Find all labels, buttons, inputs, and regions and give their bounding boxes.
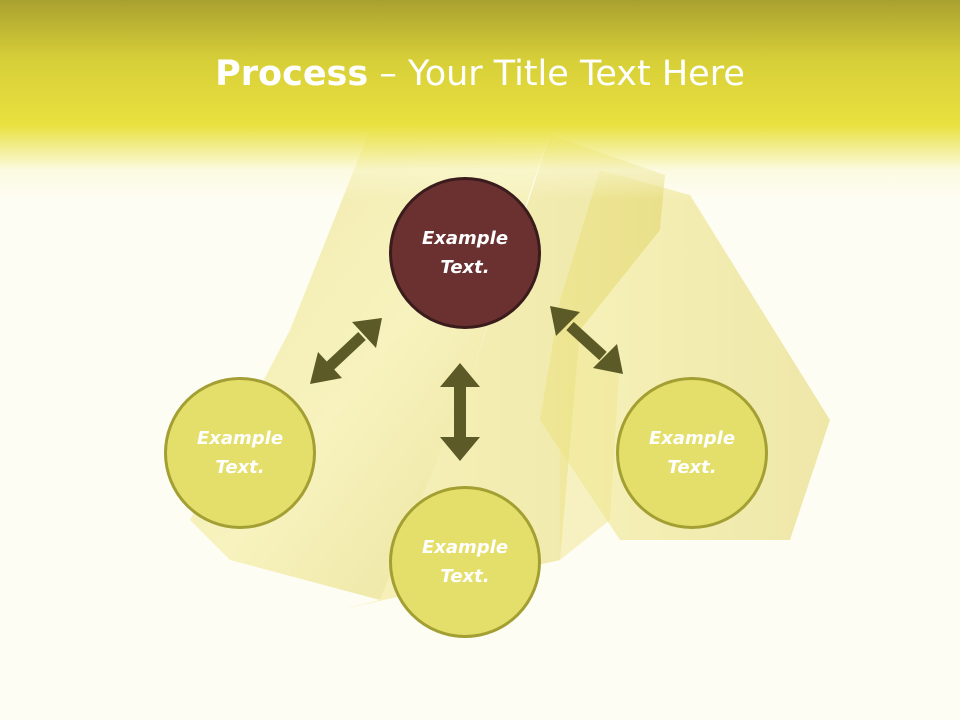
node-center-line1: Example bbox=[421, 228, 509, 249]
double-arrow-center-left bbox=[310, 318, 382, 384]
node-right: Example Text. bbox=[616, 377, 768, 529]
double-arrow-center-right bbox=[550, 306, 623, 374]
slide-title: Process – Your Title Text Here bbox=[0, 50, 960, 98]
title-banner bbox=[0, 0, 960, 200]
title-rest: – Your Title Text Here bbox=[368, 54, 745, 94]
node-bottom: Example Text. bbox=[389, 486, 541, 638]
node-bottom-line2: Text. bbox=[440, 566, 490, 587]
node-center-line2: Text. bbox=[440, 257, 490, 278]
title-bold: Process bbox=[215, 54, 369, 94]
double-arrow-center-bottom bbox=[440, 363, 480, 461]
node-left: Example Text. bbox=[164, 377, 316, 529]
node-right-line1: Example bbox=[648, 428, 736, 449]
node-right-line2: Text. bbox=[667, 457, 717, 478]
node-center: Example Text. bbox=[389, 177, 541, 329]
node-bottom-line1: Example bbox=[421, 537, 509, 558]
node-left-line1: Example bbox=[196, 428, 284, 449]
node-left-line2: Text. bbox=[215, 457, 265, 478]
